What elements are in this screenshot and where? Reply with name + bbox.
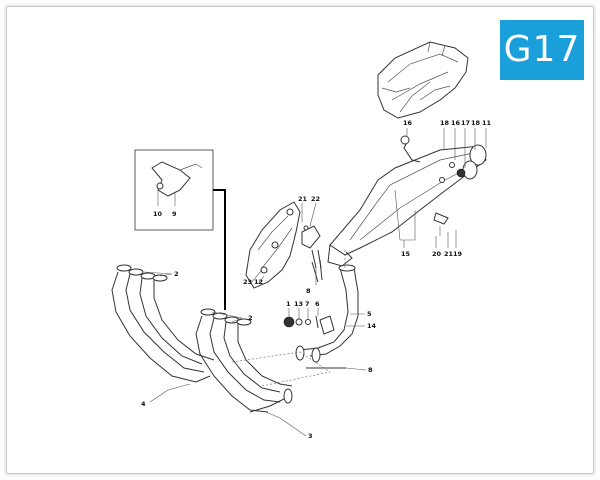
label-17: 17 <box>461 119 470 127</box>
inset-leader <box>213 189 226 310</box>
label-21: 21 <box>444 250 454 258</box>
label-9: 9 <box>172 210 177 218</box>
label-10: 10 <box>153 210 163 218</box>
label-16: 16 <box>451 119 461 127</box>
label-13: 13 <box>294 300 303 308</box>
label-20: 20 <box>432 250 442 258</box>
label-2: 2 <box>174 270 179 278</box>
label-16: 16 <box>403 119 413 127</box>
header-pipe-left <box>111 264 215 383</box>
label-7: 7 <box>305 300 310 308</box>
alignment-guides <box>231 250 346 387</box>
label-14: 14 <box>367 322 377 330</box>
label-4: 4 <box>141 400 146 408</box>
section-badge: G17 <box>500 20 584 80</box>
label-12: 12 <box>254 278 263 286</box>
inset-detail <box>134 149 214 231</box>
label-22: 22 <box>311 195 320 203</box>
label-6: 6 <box>315 300 320 308</box>
label-15: 15 <box>401 250 411 258</box>
label-8: 8 <box>368 366 373 374</box>
label-19: 19 <box>453 250 463 258</box>
label-18: 18 <box>471 119 481 127</box>
label-5: 5 <box>367 310 372 318</box>
label-1: 1 <box>286 300 291 308</box>
label-8: 8 <box>306 287 311 295</box>
header-pipe-right <box>195 308 293 413</box>
rear-subframe <box>377 41 469 119</box>
label-23: 23 <box>243 278 252 286</box>
label-18: 18 <box>440 119 450 127</box>
muffler-assembly <box>327 135 487 267</box>
diagram-frame <box>6 6 594 474</box>
mid-pipe <box>295 264 359 363</box>
label-2: 2 <box>248 314 253 322</box>
label-11: 11 <box>482 119 492 127</box>
label-3: 3 <box>308 432 313 440</box>
leader-lines <box>143 128 487 437</box>
clamp-parts <box>283 249 322 329</box>
label-21: 21 <box>298 195 308 203</box>
